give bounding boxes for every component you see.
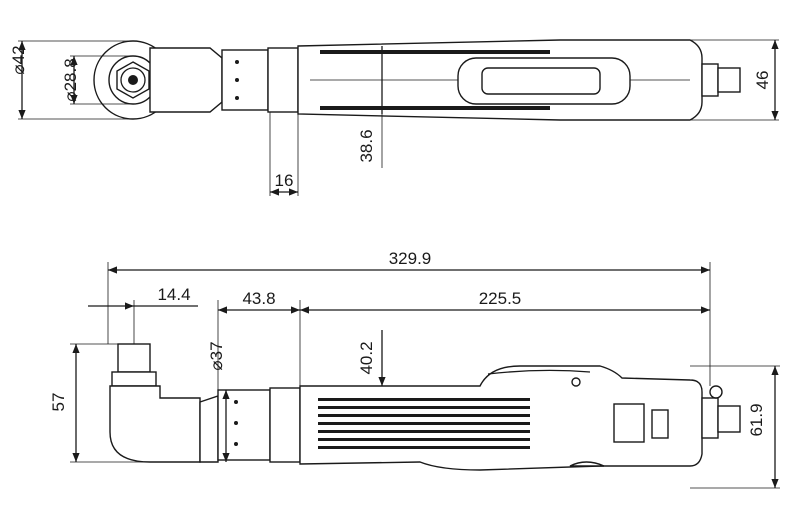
head-neck-joint [199, 395, 219, 463]
trigger-edge [487, 369, 591, 375]
dim-inner-diameter: ⌀28.8 [61, 58, 80, 101]
collar-hole [235, 78, 239, 82]
rear-connector-side [717, 405, 741, 433]
neck-top [149, 47, 223, 113]
dim-neck-diameter: ⌀37 [207, 341, 226, 370]
dim-height: 46 [753, 71, 772, 90]
dim-center-offset: 38.6 [357, 129, 376, 162]
neck-collar [221, 49, 269, 111]
dim-total-length: 329.9 [389, 249, 432, 268]
bit-chuck [117, 343, 151, 373]
base-foot [569, 461, 605, 467]
head-nut [111, 371, 157, 387]
collar-hole [235, 96, 239, 100]
hang-ring [709, 385, 723, 399]
rear-plug [701, 63, 719, 97]
dim-head-offset: 14.4 [157, 285, 190, 304]
grip-grooves-top [320, 50, 550, 110]
rear-plug-side [701, 397, 719, 439]
dim-neck: 16 [275, 171, 294, 190]
display-window [613, 403, 645, 443]
indicator-window [651, 409, 669, 439]
dim-outer-diameter: ⌀42 [9, 45, 28, 74]
switch-window [481, 67, 601, 95]
trigger-pin [571, 377, 581, 387]
neck-ring-side [269, 387, 301, 463]
rear-connector [717, 67, 741, 93]
dim-body-height: 40.2 [357, 341, 376, 374]
vent-slots [318, 398, 530, 449]
collar-hole [235, 60, 239, 64]
neck-ring [267, 47, 299, 113]
bit-socket [120, 67, 146, 93]
side-body [299, 365, 703, 471]
dim-rear-height: 61.9 [747, 403, 766, 436]
bit-center [128, 75, 138, 85]
top-view: ⌀42 ⌀28.8 46 38.6 16 [9, 39, 779, 196]
dim-body-length: 225.5 [479, 289, 522, 308]
dim-head-height: 57 [49, 393, 68, 412]
side-view: 329.9 14.4 43.8 225.5 ⌀37 40.2 57 61.9 [49, 249, 780, 489]
angle-head [109, 385, 201, 463]
dim-neck-length: 43.8 [242, 289, 275, 308]
